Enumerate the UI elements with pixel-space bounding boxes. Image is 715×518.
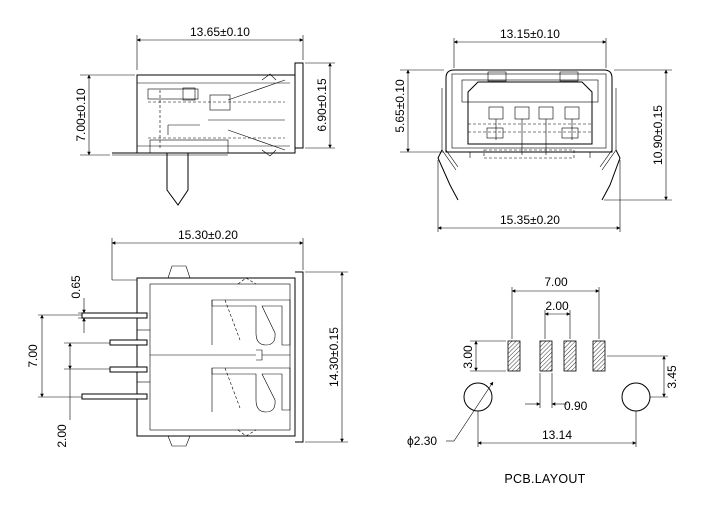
pcb-pad-2 xyxy=(539,340,553,372)
dim-pcb-pad-height: 3.00 xyxy=(461,345,475,369)
dim-pin-pitch: 2.00 xyxy=(55,424,69,448)
dim-top-left-height: 7.00±0.10 xyxy=(74,88,88,142)
pcb-pad-1 xyxy=(507,340,521,372)
front-view xyxy=(400,38,672,232)
pcb-layout xyxy=(446,287,668,447)
dim-bottom-left-width: 15.30±0.20 xyxy=(178,228,238,242)
dim-pcb-pad-pitch: 2.00 xyxy=(545,299,569,313)
dim-pcb-pad-width: 0.90 xyxy=(564,399,588,413)
dim-top-right-width: 13.15±0.10 xyxy=(500,27,560,41)
dim-top-left-width: 13.65±0.10 xyxy=(190,25,250,39)
dim-top-right-total-height: 10.90±0.15 xyxy=(651,105,665,165)
dim-top-right-inner-height: 5.65±0.10 xyxy=(393,79,407,133)
pcb-pad-4 xyxy=(592,340,606,372)
dim-pin-width: 0.65 xyxy=(69,275,83,299)
top-view xyxy=(38,238,348,447)
dim-pin-span: 7.00 xyxy=(26,344,40,368)
dim-pcb-hole-span: 13.14 xyxy=(542,428,572,442)
side-view xyxy=(80,35,335,206)
pcb-hole-right xyxy=(621,382,651,412)
pcb-pad-3 xyxy=(563,340,577,372)
dim-pcb-hole-offset: 3.45 xyxy=(665,365,679,389)
pcb-layout-caption: PCB.LAYOUT xyxy=(504,472,585,486)
dim-pcb-hole-diameter: ϕ2.30 xyxy=(407,434,437,448)
dim-pcb-pad-span: 7.00 xyxy=(544,275,568,289)
dim-top-left-inner-height: 6.90±0.15 xyxy=(315,78,329,132)
pcb-hole-left xyxy=(463,382,493,412)
dim-bottom-left-height: 14.30±0.15 xyxy=(327,327,341,387)
dim-top-right-lead-span: 15.35±0.20 xyxy=(500,213,560,227)
